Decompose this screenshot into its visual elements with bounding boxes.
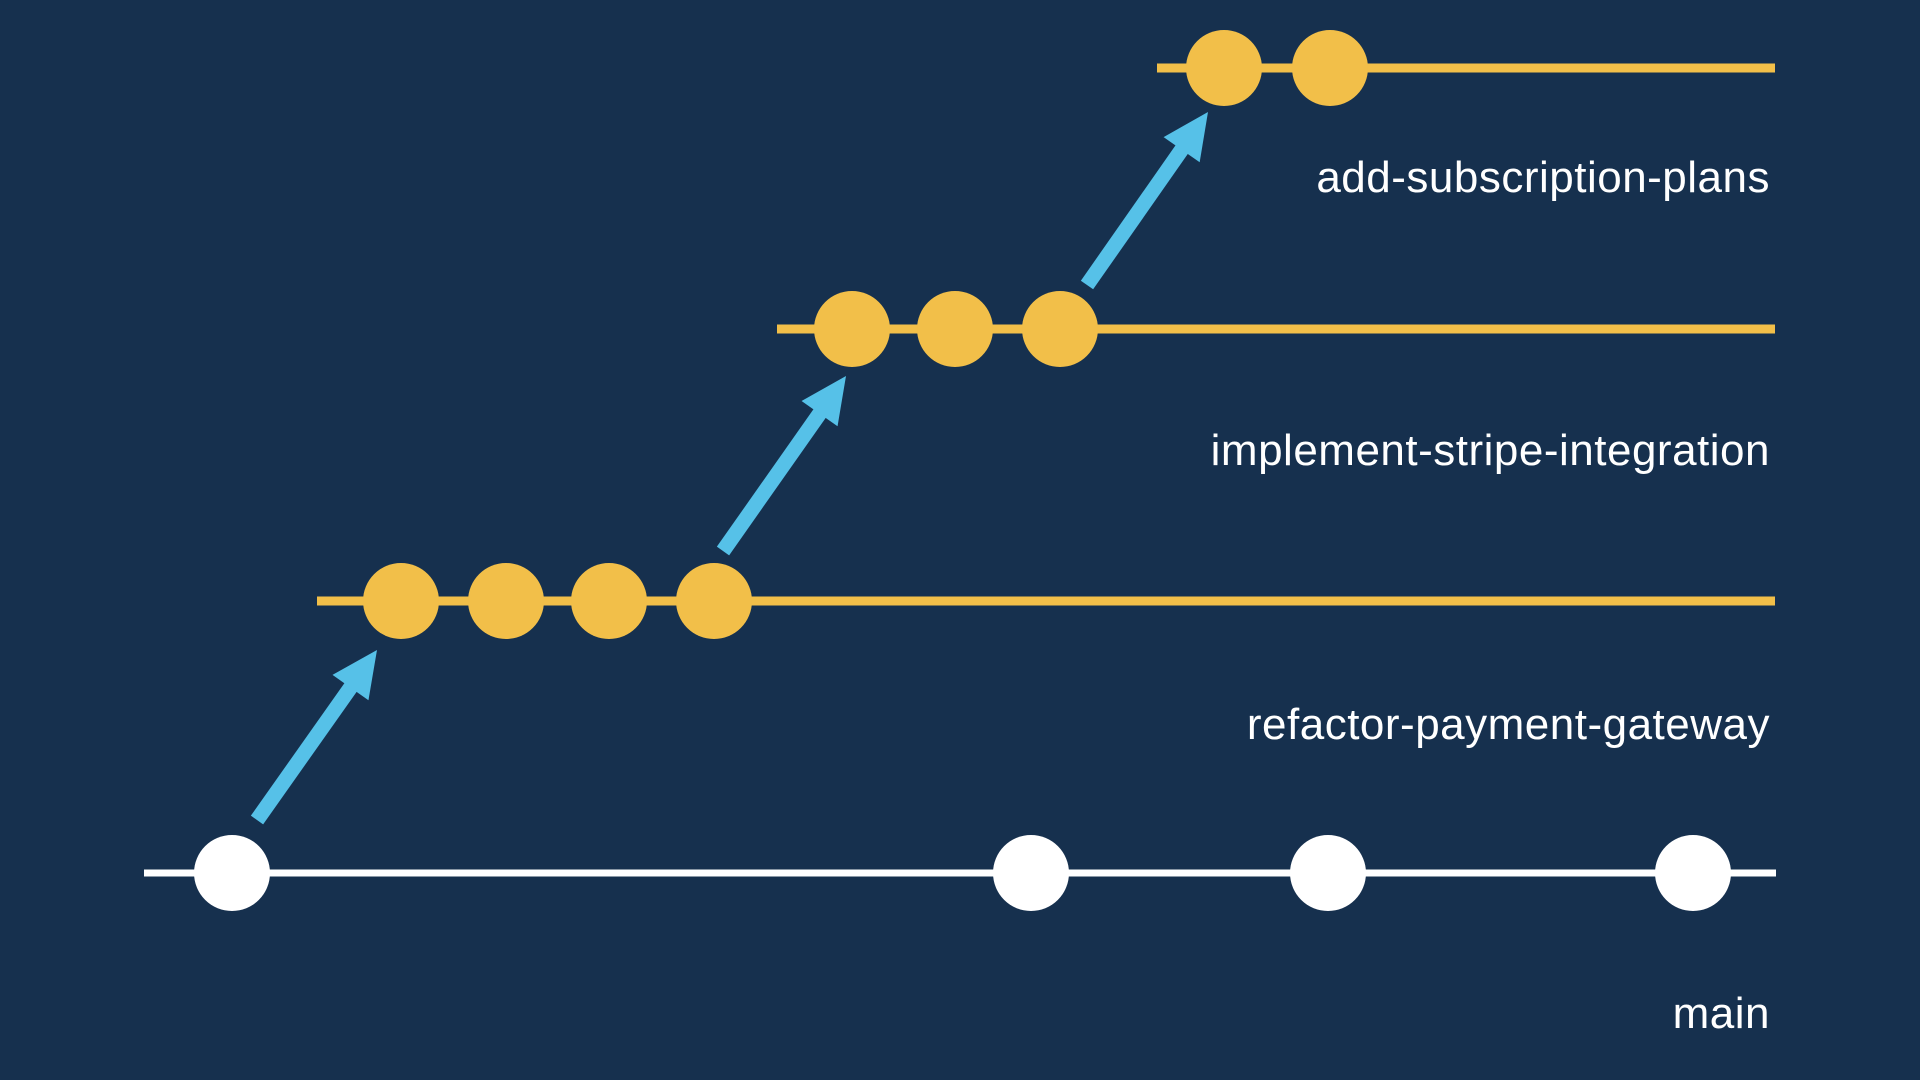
- commit-node: [917, 291, 993, 367]
- commit-node: [571, 563, 647, 639]
- commit-node: [363, 563, 439, 639]
- commit-node: [1290, 835, 1366, 911]
- branch-label-refactor-payment-gateway: refactor-payment-gateway: [1247, 700, 1770, 749]
- commit-node: [194, 835, 270, 911]
- commit-node: [676, 563, 752, 639]
- branch-arrow-head: [1163, 112, 1208, 163]
- branch-arrow-head: [801, 376, 846, 427]
- commit-node: [1292, 30, 1368, 106]
- branch-arrow-shaft: [250, 666, 369, 825]
- branch-arrow-shaft: [716, 392, 838, 556]
- branch-arrow-shaft: [1080, 128, 1200, 290]
- branch-arrow-head: [332, 650, 377, 701]
- branch-label-main: main: [1673, 989, 1770, 1038]
- branch-label-add-subscription-plans: add-subscription-plans: [1316, 153, 1770, 202]
- branch-label-implement-stripe-integration: implement-stripe-integration: [1211, 426, 1770, 475]
- commit-node: [468, 563, 544, 639]
- commit-node: [1655, 835, 1731, 911]
- commit-node: [993, 835, 1069, 911]
- commit-node: [1022, 291, 1098, 367]
- commit-node: [1186, 30, 1262, 106]
- commit-node: [814, 291, 890, 367]
